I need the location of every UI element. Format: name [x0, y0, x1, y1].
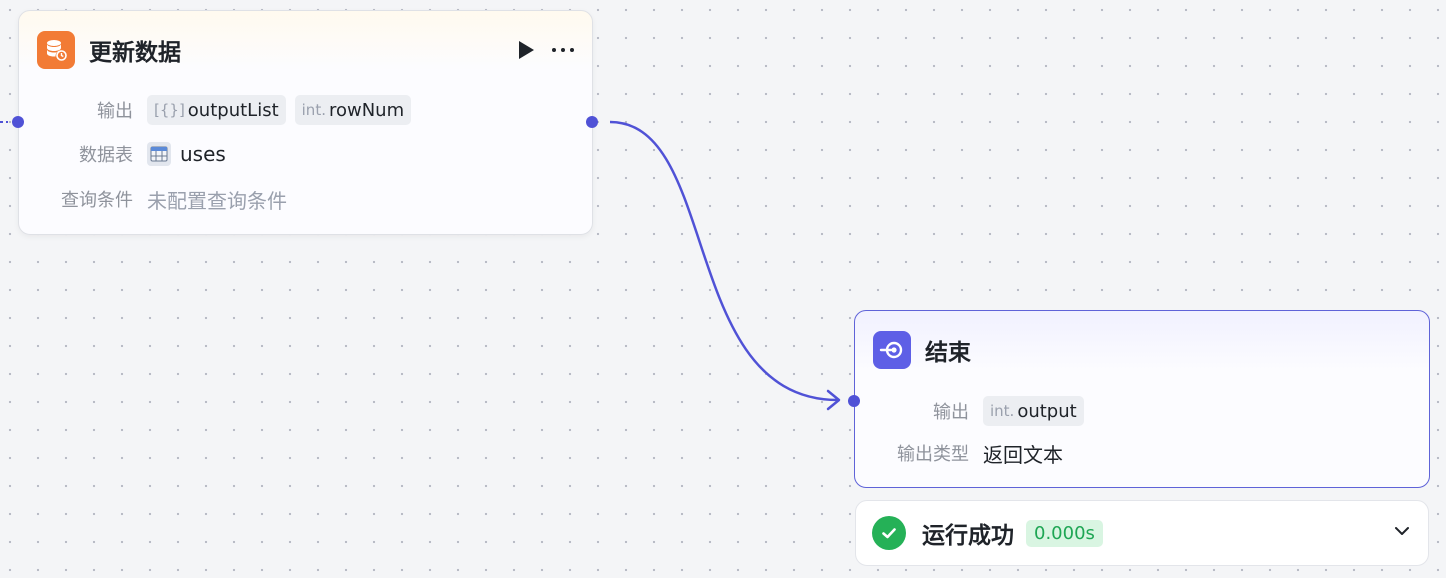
run-time-badge: 0.000s	[1026, 519, 1103, 547]
output-row: 输出 int. output	[873, 395, 1084, 427]
output-name: outputList	[187, 99, 279, 121]
query-row: 查询条件 未配置查询条件	[37, 183, 287, 215]
output-tag-output[interactable]: int. output	[983, 396, 1084, 426]
output-row: 输出 [{}] outputList int. rowNum	[37, 94, 412, 126]
table-label: 数据表	[79, 145, 133, 166]
output-tag-rownum[interactable]: int. rowNum	[294, 95, 412, 125]
node-header: 更新数据	[37, 31, 574, 69]
end-node[interactable]: 结束 输出 int. output 输出类型 返回文本	[854, 310, 1430, 488]
output-type-value: 返回文本	[983, 442, 1063, 467]
update-input-port[interactable]	[12, 116, 24, 128]
run-status-bar[interactable]: 运行成功 0.000s	[855, 500, 1429, 566]
edge-update-to-end[interactable]	[609, 120, 839, 402]
table-name[interactable]: uses	[180, 142, 226, 166]
update-data-node[interactable]: 更新数据 输出 [{}] outputList int. rowNum 数据表	[18, 10, 593, 235]
output-label: 输出	[933, 402, 969, 423]
node-header: 结束	[873, 331, 1411, 369]
array-type-icon: [{}]	[154, 101, 185, 119]
query-label: 查询条件	[61, 190, 133, 211]
play-icon[interactable]	[519, 41, 534, 59]
update-output-port[interactable]	[586, 116, 598, 128]
table-row: 数据表 uses	[37, 138, 226, 170]
output-label: 输出	[97, 101, 133, 122]
output-type-row: 输出类型 返回文本	[873, 437, 1063, 469]
more-icon[interactable]	[552, 44, 574, 56]
run-status-text: 运行成功	[922, 523, 1014, 549]
node-title: 更新数据	[89, 40, 181, 66]
output-name: output	[1017, 400, 1077, 422]
check-icon	[872, 516, 906, 550]
node-title: 结束	[925, 340, 971, 366]
int-type-label: int.	[990, 402, 1015, 420]
int-type-label: int.	[301, 101, 326, 119]
chevron-down-icon[interactable]	[1392, 521, 1412, 545]
output-tag-outputlist[interactable]: [{}] outputList	[147, 95, 286, 125]
edge-arrowhead	[826, 389, 841, 411]
output-name: rowNum	[328, 99, 405, 121]
end-icon	[873, 331, 911, 369]
end-input-port[interactable]	[848, 395, 860, 407]
query-placeholder: 未配置查询条件	[147, 188, 287, 213]
table-icon	[147, 142, 171, 166]
database-refresh-icon	[37, 31, 75, 69]
output-type-label: 输出类型	[897, 444, 969, 465]
